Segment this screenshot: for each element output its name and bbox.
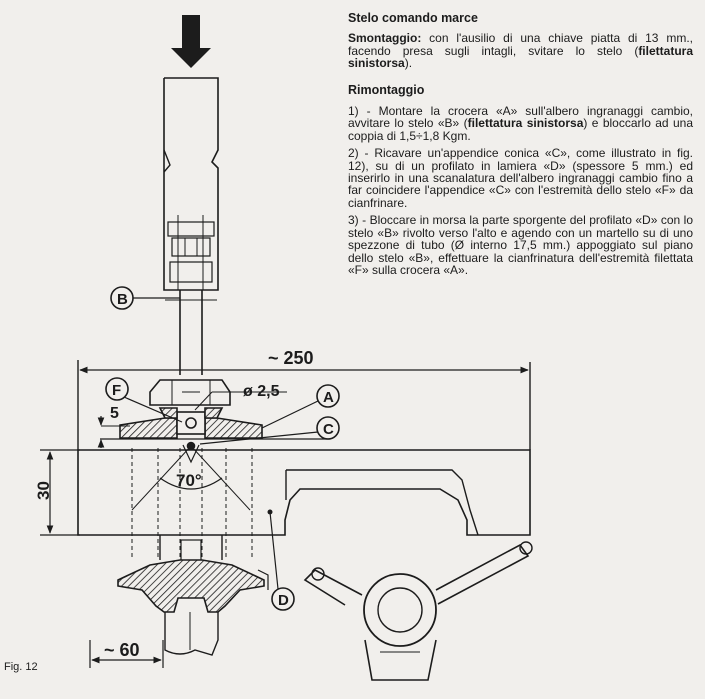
smontaggio-text-2: ).: [404, 56, 413, 71]
profile-d: [77, 449, 531, 536]
smontaggio-bold-1: filettatura sinistorsa: [348, 43, 693, 71]
dim-height: 30: [34, 481, 53, 500]
step-1: 1) - Montare la crocera «A» sull'albero …: [348, 105, 693, 142]
dim-angle: 70°: [176, 471, 202, 490]
cone-c: [182, 444, 200, 464]
dim-width-60: ~ 60: [104, 640, 140, 660]
gear-hatched: [117, 559, 265, 613]
dim-diameter: ø 2,5: [243, 383, 280, 400]
step-2: 2) - Ricavare un'appendice conica «C», c…: [348, 146, 693, 210]
rimontaggio-heading: Rimontaggio: [348, 82, 425, 97]
smontaggio-label: Smontaggio:: [348, 31, 422, 46]
stem-b: [179, 290, 203, 375]
smontaggio-paragraph: Smontaggio: con l'ausilio di una chiave …: [348, 32, 693, 69]
text-column: Stelo comando marce Smontaggio: con l'au…: [348, 8, 693, 281]
dim-thickness: 5: [110, 405, 119, 422]
step-3: 3) - Bloccare in morsa la parte sporgent…: [348, 213, 693, 277]
callout-a: A: [323, 389, 334, 406]
crocera-a: [119, 417, 178, 439]
section-title: Stelo comando marce: [348, 11, 478, 25]
callout-d: D: [278, 592, 289, 609]
vise: [303, 541, 533, 681]
figure-label: Fig. 12: [4, 661, 38, 673]
callout-f: F: [112, 382, 121, 399]
force-arrow: [171, 15, 211, 68]
step-1-bold-1: filettatura sinistorsa: [467, 116, 584, 131]
dim-width-250: ~ 250: [268, 348, 314, 368]
tube: [163, 77, 219, 291]
smontaggio-text-1: con l'ausilio di una chiave piatta di 13…: [348, 31, 693, 58]
callout-c: C: [323, 421, 334, 438]
step-1-text-1: 1) - Montare la crocera «A» sull'albero …: [348, 104, 693, 131]
callout-b: B: [117, 291, 128, 308]
step-1-text-2: ) e bloccarlo ad una coppia di 1,5÷1,8 K…: [348, 116, 694, 143]
